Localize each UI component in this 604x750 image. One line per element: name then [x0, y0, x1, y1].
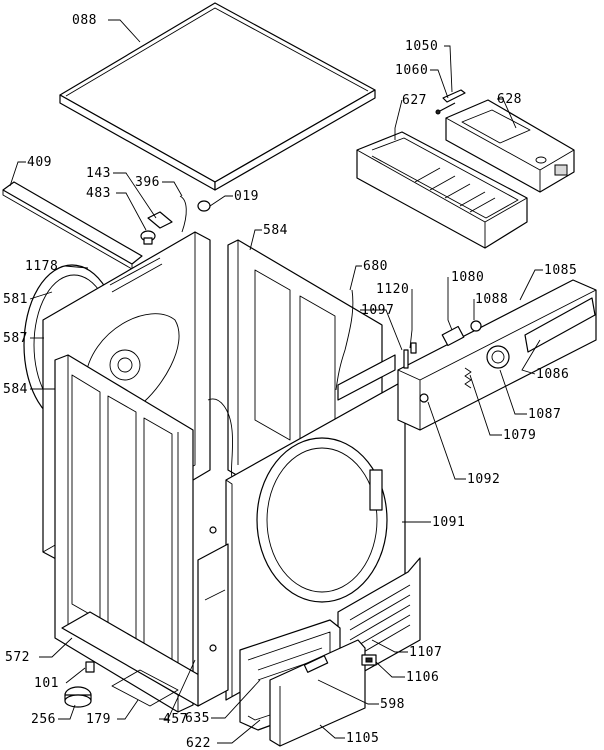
- label-1097: 1097: [361, 303, 394, 318]
- label-256: 256: [31, 712, 56, 727]
- rear-bracket: [2, 181, 143, 270]
- callout-labels: 088 1050 1060 627 628 409 143 483 396 01…: [3, 13, 577, 750]
- label-598: 598: [380, 697, 405, 712]
- label-101: 101: [34, 676, 59, 691]
- door-latch: [361, 654, 377, 666]
- label-584-left: 584: [3, 382, 28, 397]
- label-1080: 1080: [451, 270, 484, 285]
- label-587: 587: [3, 331, 28, 346]
- label-1050: 1050: [405, 39, 438, 54]
- label-396: 396: [135, 175, 160, 190]
- label-622: 622: [186, 736, 211, 750]
- label-680: 680: [363, 259, 388, 274]
- water-container: [445, 99, 575, 193]
- control-electronics: [403, 320, 482, 369]
- label-1086: 1086: [536, 367, 569, 382]
- wire-harness: [207, 398, 234, 479]
- label-584-top: 584: [263, 223, 288, 238]
- label-088: 088: [72, 13, 97, 28]
- label-1120: 1120: [376, 282, 409, 297]
- top-cover: [59, 2, 376, 191]
- label-627: 627: [402, 93, 427, 108]
- label-483: 483: [86, 186, 111, 201]
- label-1087: 1087: [528, 407, 561, 422]
- label-1178: 1178: [25, 259, 58, 274]
- hose-fittings: [140, 195, 211, 245]
- float-parts: [435, 89, 466, 115]
- label-581: 581: [3, 292, 28, 307]
- label-635: 635: [185, 711, 210, 726]
- label-1088: 1088: [475, 292, 508, 307]
- label-1091: 1091: [432, 515, 465, 530]
- label-143: 143: [86, 166, 111, 181]
- label-457: 457: [163, 712, 188, 727]
- label-1060: 1060: [395, 63, 428, 78]
- label-1106: 1106: [406, 670, 439, 685]
- adjustable-foot: [64, 661, 95, 708]
- label-572: 572: [5, 650, 30, 665]
- drain-hose: [335, 289, 354, 391]
- label-019: 019: [234, 189, 259, 204]
- label-628: 628: [497, 92, 522, 107]
- label-1079: 1079: [503, 428, 536, 443]
- label-179: 179: [86, 712, 111, 727]
- label-409: 409: [27, 155, 52, 170]
- plinth-door: [269, 639, 366, 747]
- water-container-housing: [356, 131, 528, 249]
- label-1107: 1107: [409, 645, 442, 660]
- label-1105: 1105: [346, 731, 379, 746]
- label-1092: 1092: [467, 472, 500, 487]
- label-1085: 1085: [544, 263, 577, 278]
- control-panel: [397, 279, 597, 431]
- leader-lines: [9, 19, 543, 744]
